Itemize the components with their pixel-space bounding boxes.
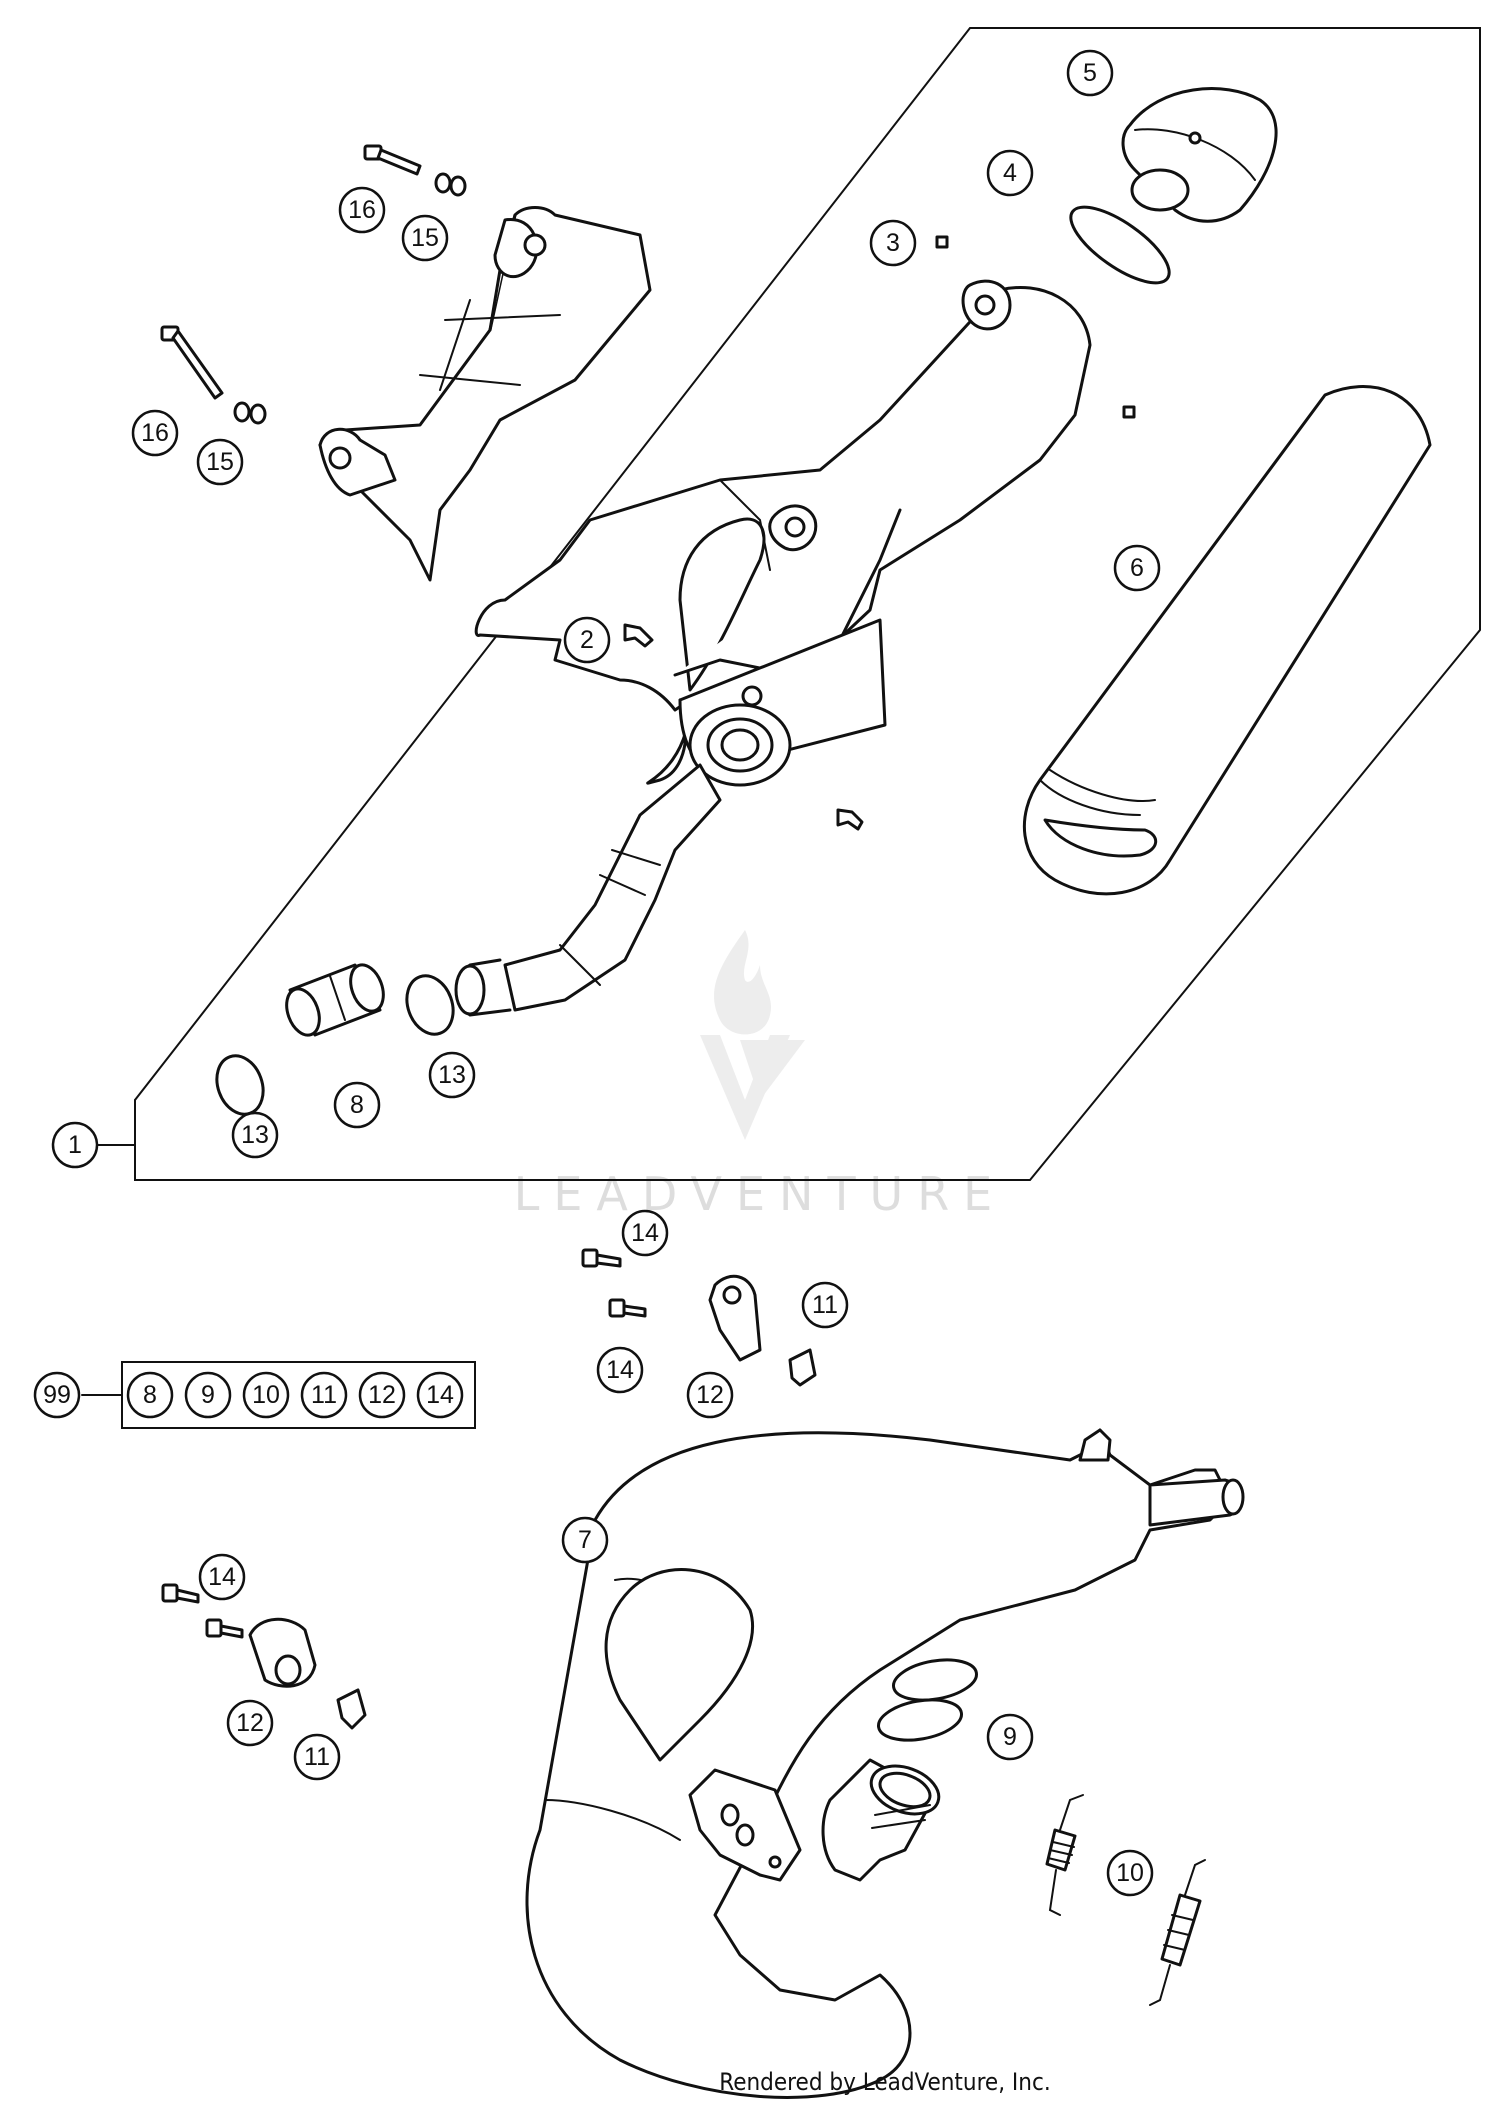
callout-14-upper-a: 14 [621,1209,669,1257]
callout-10: 10 [1106,1849,1154,1897]
svg-text:11: 11 [304,1743,330,1771]
o-ring-9-lower [877,1698,963,1742]
kit-item-11: 11 [300,1371,348,1419]
svg-text:1: 1 [68,1131,82,1159]
svg-text:13: 13 [438,1061,466,1089]
rubber-mount-upper [708,1274,762,1362]
callout-6: 6 [1113,544,1161,592]
svg-text:13: 13 [241,1121,269,1149]
exhaust-pipe [525,1428,1245,2099]
svg-text:16: 16 [348,196,376,224]
callout-1: 1 [51,1121,99,1169]
svg-text:3: 3 [886,229,900,257]
bolt-14-lower-a [161,1583,200,1604]
callout-2: 2 [563,616,611,664]
callout-12-upper: 12 [686,1371,734,1419]
callout-8: 8 [333,1081,381,1129]
bolt-14-lower-b [205,1618,244,1639]
svg-text:4: 4 [1003,159,1017,187]
svg-text:9: 9 [201,1381,215,1409]
callout-7: 7 [561,1516,609,1564]
clip-upper [788,1348,817,1387]
callout-4: 4 [986,149,1034,197]
rubber-mount-lower [248,1617,317,1688]
bolt-16-upper [363,144,422,176]
callout-1-leader [96,1099,136,1146]
callout-16-lower: 16 [131,409,179,457]
svg-text:15: 15 [411,224,439,252]
callout-99: 99 [33,1371,81,1419]
clip-lower [336,1688,367,1730]
svg-text:8: 8 [350,1091,364,1119]
washer-15-lower [233,401,267,425]
bolt-14-upper-b [608,1298,647,1318]
callout-16-upper: 16 [338,186,386,234]
callout-3: 3 [869,219,917,267]
svg-text:14: 14 [426,1381,454,1409]
svg-text:15: 15 [206,448,234,476]
callout-9: 9 [986,1713,1034,1761]
svg-text:99: 99 [43,1381,71,1409]
o-ring-9-upper [892,1658,978,1702]
svg-text:5: 5 [1083,59,1097,87]
svg-text:8: 8 [143,1381,157,1409]
callout-13-upper: 13 [428,1051,476,1099]
o-ring-13-upper [405,974,455,1036]
kit-item-10: 10 [242,1371,290,1419]
end-cap [1121,87,1278,223]
svg-text:12: 12 [236,1709,264,1737]
rivet-2 [623,623,864,831]
callout-13-lower: 13 [231,1111,279,1159]
bolt-16-lower [160,325,224,400]
heat-shield-left [318,206,652,582]
callout-15-lower: 15 [196,438,244,486]
silencer-body [454,279,1092,1017]
svg-text:10: 10 [1116,1859,1144,1887]
watermark-text: LEADVENTURE [514,1167,1007,1221]
watermark-logo [700,930,805,1140]
svg-text:9: 9 [1003,1723,1017,1751]
svg-text:10: 10 [252,1381,280,1409]
callout-11-lower: 11 [293,1733,341,1781]
kit-item-12: 12 [358,1371,406,1419]
rivet-3 [935,235,1136,419]
callout-14-upper-b: 14 [596,1346,644,1394]
svg-text:12: 12 [696,1381,724,1409]
kit-item-9: 9 [184,1371,232,1419]
svg-text:11: 11 [311,1381,337,1409]
footer-credit: Rendered by LeadVenture, Inc. [719,2068,1050,2096]
svg-text:14: 14 [606,1356,634,1384]
silencer-shell [1022,385,1432,896]
svg-text:14: 14 [631,1219,659,1247]
o-ring [1069,205,1171,285]
callout-15-upper: 15 [401,214,449,262]
kit-item-14: 14 [416,1371,464,1419]
svg-text:12: 12 [368,1381,396,1409]
spring-left [1045,1794,1084,1916]
bolt-14-upper-a [581,1248,622,1268]
svg-text:7: 7 [578,1526,592,1554]
callout-14-lower: 14 [198,1553,246,1601]
callout-12-lower: 12 [226,1699,274,1747]
callout-5: 5 [1066,49,1114,97]
kit-box [121,1361,476,1429]
kit-item-8: 8 [126,1371,174,1419]
washer-15-upper [434,172,467,197]
svg-text:2: 2 [580,626,594,654]
spring-right [1149,1859,1206,2006]
svg-text:16: 16 [141,419,169,447]
svg-text:14: 14 [208,1563,236,1591]
connecting-sleeve [285,963,385,1037]
o-ring-13-lower [215,1054,265,1116]
callout-11-upper: 11 [801,1281,849,1329]
svg-text:6: 6 [1130,554,1144,582]
svg-text:11: 11 [812,1291,838,1319]
